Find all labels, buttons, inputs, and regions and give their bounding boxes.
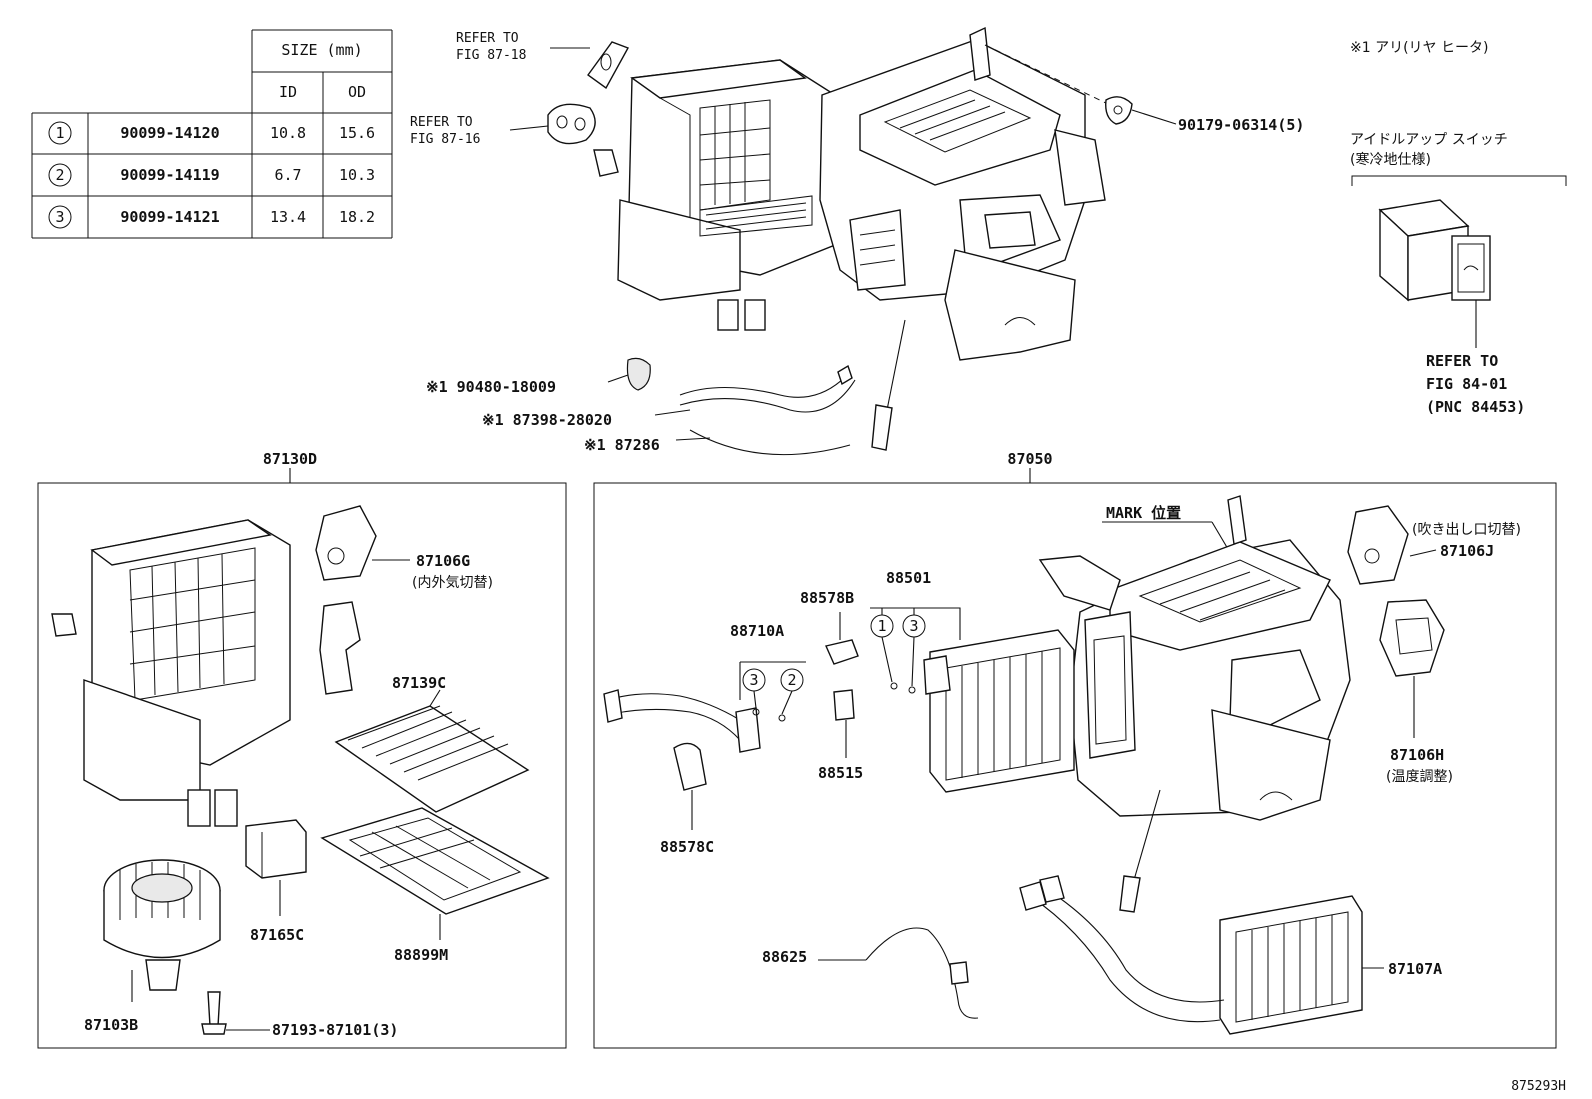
row1-id: 10.8 <box>270 124 306 142</box>
row2-od: 10.3 <box>339 166 375 184</box>
row3-number: 3 <box>55 208 64 226</box>
figure-code: 875293H <box>1511 1079 1566 1094</box>
label-88578B: 88578B <box>800 589 854 607</box>
label-87106H: 87106H <box>1390 746 1444 764</box>
top-assembly-illustration <box>547 26 1133 456</box>
row1-part: 90099-14120 <box>120 124 219 142</box>
row2-part: 90099-14119 <box>120 166 219 184</box>
label-87286: ※1 87286 <box>584 436 660 454</box>
row3-part: 90099-14121 <box>120 208 219 226</box>
label-87193: 87193-87101(3) <box>272 1021 398 1039</box>
oring-callout-3-evap: 3 <box>909 617 918 635</box>
idle-up-subtitle: (寒冷地仕様) <box>1350 151 1431 168</box>
top-leader-lines <box>509 47 1177 441</box>
size-header: SIZE (mm) <box>281 41 362 59</box>
label-88501: 88501 <box>886 569 931 587</box>
label-87398: ※1 87398-28020 <box>482 411 612 429</box>
label-87050: 87050 <box>1007 450 1052 468</box>
row3-od: 18.2 <box>339 208 375 226</box>
id-header: ID <box>279 83 297 101</box>
refer-87-18-line2: FIG 87-18 <box>456 48 526 63</box>
idle-up-switch-illustration <box>1351 175 1567 348</box>
label-88625: 88625 <box>762 948 807 966</box>
label-90179: 90179-06314(5) <box>1178 116 1304 134</box>
label-87106G: 87106G <box>416 552 470 570</box>
label-90480: ※1 90480-18009 <box>426 378 556 396</box>
row3-id: 13.4 <box>270 208 306 226</box>
refer-87-18-line1: REFER TO <box>456 31 519 46</box>
idle-up-title: アイドルアップ スイッチ <box>1350 132 1508 148</box>
row2-number: 2 <box>55 166 64 184</box>
label-88710A: 88710A <box>730 622 784 640</box>
refer-87-16-line2: FIG 87-16 <box>410 132 480 147</box>
refer-87-16-line1: REFER TO <box>410 115 473 130</box>
oring-callout-3-pipe: 3 <box>749 671 758 689</box>
row1-number: 1 <box>55 124 64 142</box>
oring-callout-1: 1 <box>877 617 886 635</box>
label-87106H-note: (温度調整) <box>1386 769 1453 785</box>
label-87130D: 87130D <box>263 450 317 468</box>
od-header: OD <box>348 83 366 101</box>
right-box-87050: 87050 <box>593 450 1557 1049</box>
label-87103B: 87103B <box>84 1016 138 1034</box>
label-87165C: 87165C <box>250 926 304 944</box>
size-table: SIZE (mm) ID OD 1 90099-14120 10.8 15.6 … <box>31 29 393 239</box>
refer-84-01-line2: FIG 84-01 <box>1426 375 1507 393</box>
oring-callout-2: 2 <box>787 671 796 689</box>
label-87106J: 87106J <box>1440 542 1494 560</box>
row2-id: 6.7 <box>274 166 301 184</box>
left-box-87130D: 87130D <box>37 450 567 1049</box>
label-87106G-note: (内外気切替) <box>412 575 493 591</box>
label-88899M: 88899M <box>394 946 448 964</box>
label-87139C: 87139C <box>392 674 446 692</box>
refer-84-01-line3: (PNC 84453) <box>1426 398 1525 416</box>
label-87106J-note: (吹き出し口切替) <box>1412 522 1521 538</box>
row1-od: 15.6 <box>339 124 375 142</box>
refer-84-01-line1: REFER TO <box>1426 352 1498 370</box>
mark-position: MARK 位置 <box>1106 504 1181 522</box>
note-rear-heater: ※1 アリ(リヤ ヒータ) <box>1350 40 1488 56</box>
label-88578C: 88578C <box>660 838 714 856</box>
label-88515: 88515 <box>818 764 863 782</box>
label-87107A: 87107A <box>1388 960 1442 978</box>
